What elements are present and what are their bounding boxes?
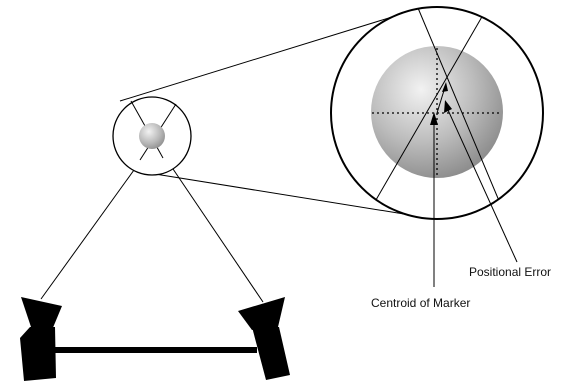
marker-small-sphere bbox=[139, 123, 165, 149]
centroid-of-marker-label: Centroid of Marker bbox=[371, 296, 470, 310]
sight-line-left bbox=[41, 170, 134, 299]
camera-mount-bar bbox=[50, 347, 257, 353]
positional-error-label: Positional Error bbox=[469, 265, 551, 279]
sight-line-right bbox=[171, 166, 263, 302]
camera-right bbox=[238, 297, 290, 380]
camera-left bbox=[20, 297, 62, 381]
